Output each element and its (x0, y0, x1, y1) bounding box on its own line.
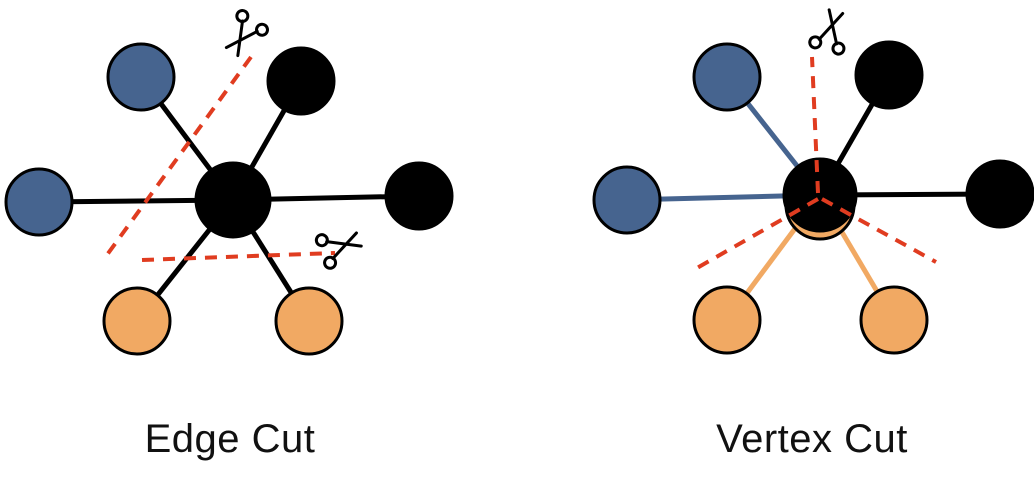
graph-node (384, 161, 454, 231)
graph-node (965, 159, 1034, 229)
vertex-cut-label: Vertex Cut (716, 417, 908, 461)
vertex-cut-graph (592, 8, 1034, 355)
graph-node (266, 46, 336, 116)
center-vertex (194, 161, 272, 239)
scissors-icon (224, 9, 270, 58)
graph-node (4, 167, 74, 237)
cut-line (821, 197, 937, 264)
center-vertex (782, 157, 858, 233)
cut-line (696, 197, 819, 270)
graph-node (592, 165, 662, 235)
edge-cut-graph (4, 9, 454, 356)
cut-line (810, 56, 820, 194)
graph-node (859, 285, 929, 355)
graph-node (274, 286, 344, 356)
scissors-icon (808, 8, 846, 56)
cut-line (141, 251, 336, 262)
graph-node (102, 286, 172, 356)
graph-node (692, 285, 762, 355)
graph-node (692, 42, 762, 112)
graph-node (854, 40, 924, 110)
vertex-cut-panel: Vertex Cut (592, 8, 1034, 461)
edge-cut-label: Edge Cut (145, 417, 316, 461)
edge-cut-panel: Edge Cut (4, 9, 454, 461)
graph-node (106, 42, 176, 112)
scissors-icon (314, 231, 363, 270)
